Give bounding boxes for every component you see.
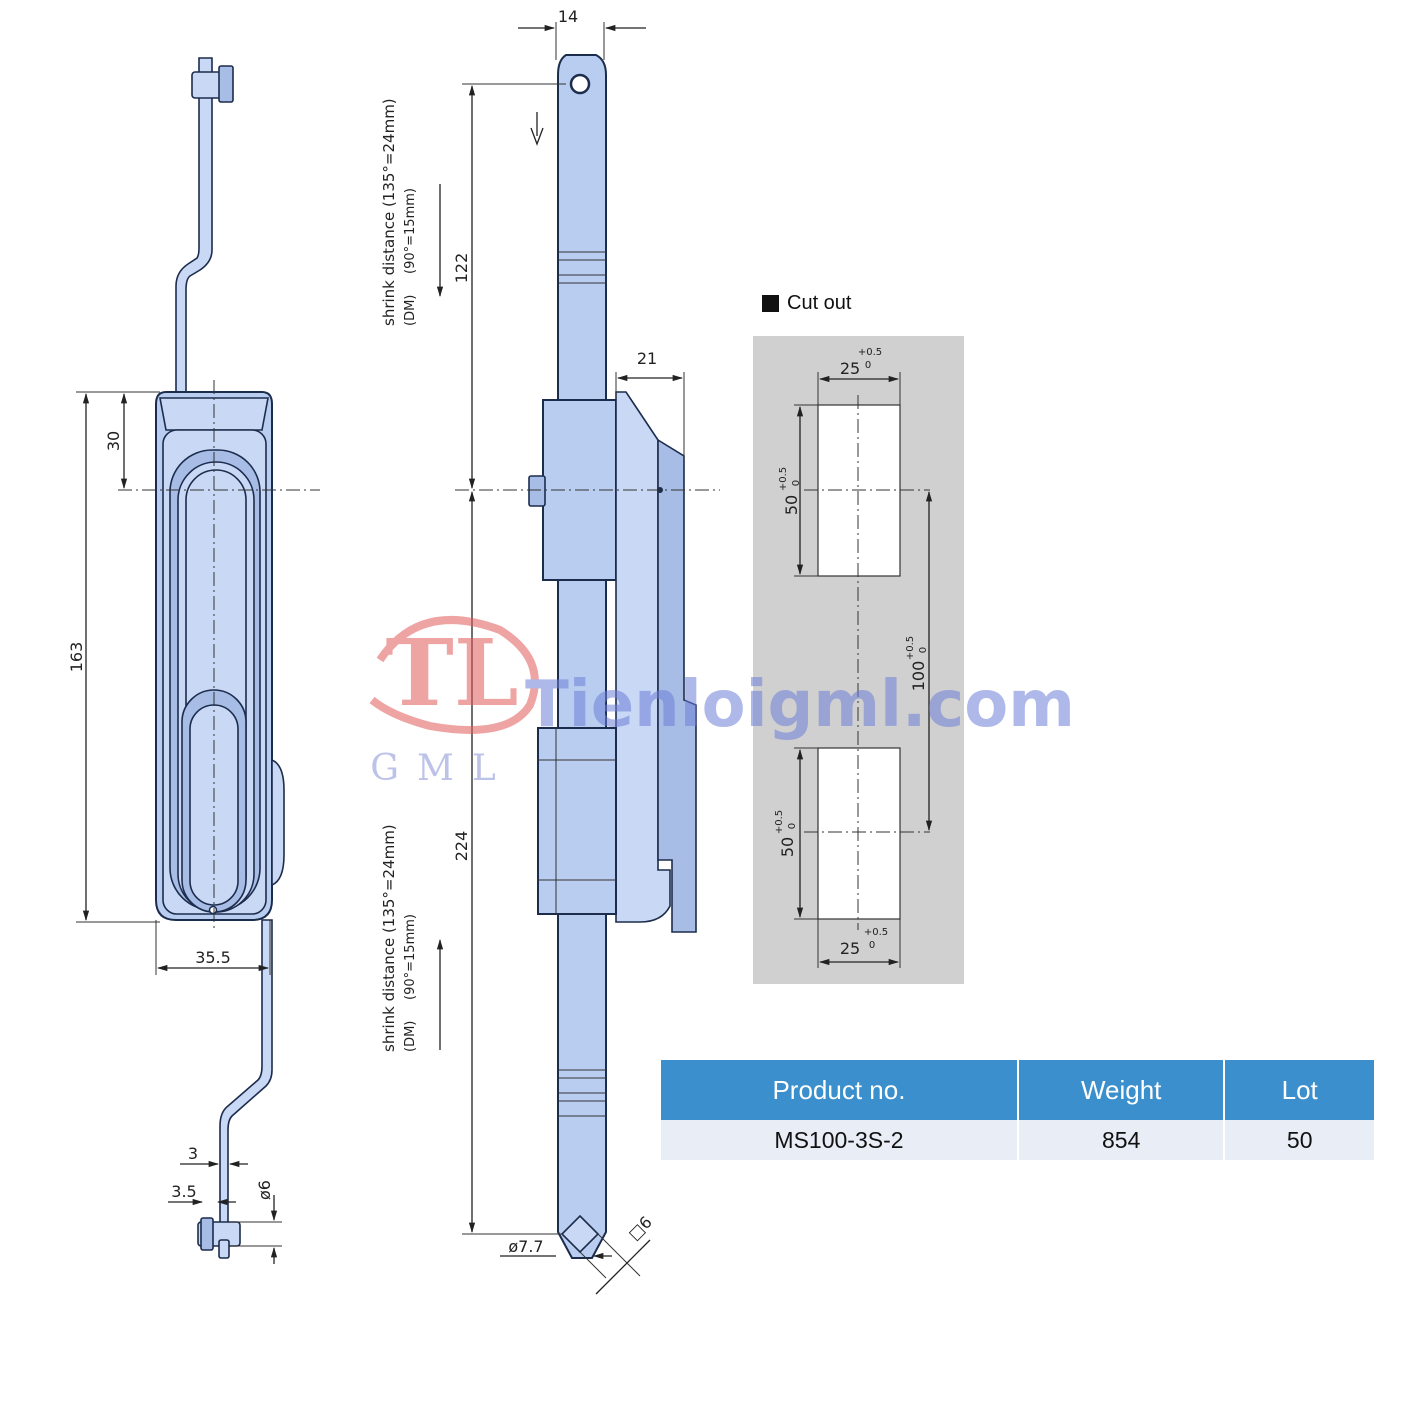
table-row: MS100-3S-2 854 50 (661, 1120, 1374, 1160)
cell-product-no: MS100-3S-2 (661, 1120, 1019, 1160)
dim-163: 163 (67, 642, 86, 673)
cam-block-lower (537, 727, 617, 915)
top-rod (175, 57, 213, 393)
cutout-pitch: 100 (909, 661, 928, 692)
product-table: Product no. Weight Lot MS100-3S-2 854 50 (661, 1060, 1374, 1160)
lock-bar (557, 54, 607, 1259)
shrink-note-upper-line1: shrink distance (135°=24mm) (380, 98, 398, 326)
cutout-pitch-tol-plus: +0.5 (905, 636, 916, 660)
housing-side-lug (271, 758, 285, 887)
top-rod-pin-head (218, 65, 234, 103)
cutout-pitch-tol-zero: 0 (918, 647, 929, 653)
cell-weight: 854 (1017, 1120, 1226, 1160)
cutout-width-top-tol-zero: 0 (865, 360, 871, 371)
shrink-note-upper-line2: (DM) (90°=15mm) (403, 188, 418, 326)
rivet-dot (208, 905, 218, 915)
cutout-panel: 25 +0.5 0 25 +0.5 0 50 +0.5 0 50 +0.5 0 … (753, 336, 964, 984)
shrink-note-lower-line1: shrink distance (135°=24mm) (380, 824, 398, 1052)
dim-sq6: □6 (624, 1212, 655, 1243)
front-view: 163 30 35.5 3 3.5 ø6 (67, 57, 320, 1264)
cutout-height-lower-tol-zero: 0 (787, 823, 798, 829)
dim-line-sq6 (595, 1239, 651, 1295)
dim-122: 122 (452, 253, 471, 284)
cutout-height-upper-tol-zero: 0 (791, 480, 802, 486)
cutout-height-lower: 50 (778, 837, 797, 857)
cam-nut (528, 475, 546, 507)
header-weight: Weight (1017, 1060, 1226, 1120)
table-header-row: Product no. Weight Lot (661, 1060, 1374, 1120)
cutout-height-lower-tol-plus: +0.5 (774, 810, 785, 834)
side-view: 14 21 122 224 ø7.7 □6 shrink distance (1… (380, 7, 720, 1295)
bottom-rod-pin-head (200, 1217, 214, 1251)
dim-21: 21 (637, 349, 657, 368)
shrink-note-lower: shrink distance (135°=24mm) (DM) (90°=15… (380, 824, 418, 1052)
bottom-rod-tip (218, 1239, 230, 1259)
handle-side-lever (657, 438, 697, 933)
dim-phi7-7: ø7.7 (508, 1237, 543, 1256)
shrink-note-lower-line2: (DM) (90°=15mm) (403, 914, 418, 1052)
cutout-title: Cut out (762, 292, 851, 315)
cutout-hole-lower (817, 747, 901, 920)
cutout-width-top-tol-plus: +0.5 (858, 347, 882, 358)
dim-phi6: ø6 (255, 1180, 274, 1200)
shrink-note-upper: shrink distance (135°=24mm) (DM) (90°=15… (380, 98, 418, 326)
cutout-width-top: 25 (840, 359, 860, 378)
dim-35-5: 35.5 (195, 948, 231, 967)
cutout-height-upper: 50 (782, 495, 801, 515)
cutout-title-square-icon (762, 295, 779, 312)
bar-hole (569, 73, 591, 95)
cell-lot: 50 (1224, 1120, 1374, 1160)
cutout-title-text: Cut out (787, 292, 852, 314)
dim-3: 3 (188, 1144, 198, 1163)
cutout-width-bottom-tol-plus: +0.5 (864, 927, 888, 938)
dim-30: 30 (104, 431, 123, 451)
cutout-height-upper-tol-plus: +0.5 (778, 467, 789, 491)
dim-224: 224 (452, 831, 471, 862)
header-lot: Lot (1224, 1060, 1374, 1120)
direction-arrow (530, 112, 544, 146)
cutout-width-bottom-tol-zero: 0 (869, 940, 875, 951)
header-product-no: Product no. (661, 1060, 1019, 1120)
cutout-width-bottom: 25 (840, 939, 860, 958)
dim-14: 14 (558, 7, 578, 26)
dim-3-5: 3.5 (171, 1182, 196, 1201)
